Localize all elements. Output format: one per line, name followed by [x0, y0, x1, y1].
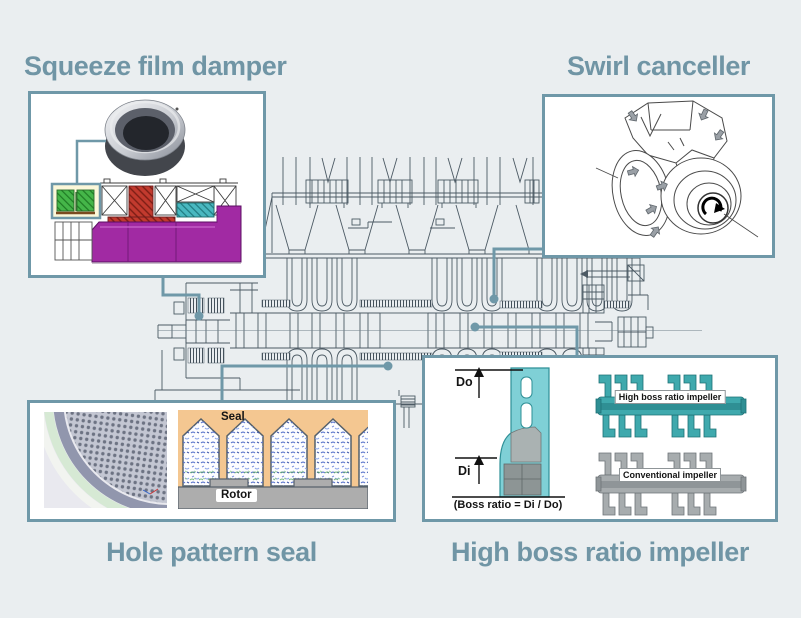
- high-boss-anchor-dot: [470, 322, 480, 332]
- swirl-canceller-illustration: [595, 100, 759, 238]
- squeeze-film-damper-callout: [28, 91, 266, 278]
- conventional-impeller-label: Conventional impeller: [618, 468, 722, 482]
- swirl-canceller-connector: [492, 247, 542, 295]
- rotor-strip: [178, 486, 368, 509]
- seal-label: Seal: [221, 411, 245, 423]
- boss-ratio-formula: (Boss ratio = Di / Do): [453, 499, 563, 511]
- squeeze-damper-connector: [161, 278, 201, 313]
- damper-green-element: [50, 182, 102, 220]
- damper-shaft: [91, 205, 242, 264]
- squeeze-damper-anchor-dot: [194, 311, 204, 321]
- swirl-canceller-title: Swirl canceller: [566, 51, 751, 81]
- hole-pattern-seal-illustration: [44, 410, 368, 509]
- hole-pattern-seal-title: Hole pattern seal: [106, 537, 317, 567]
- high-boss-impeller-label: High boss ratio impeller: [614, 390, 726, 404]
- squeeze-film-damper-illustration: [50, 99, 242, 264]
- high-boss-ratio-impeller-title: High boss ratio impeller: [451, 537, 749, 567]
- hole-pattern-connector: [220, 364, 388, 400]
- hole-pattern-photo: [44, 412, 167, 508]
- cfd-visualization: [178, 410, 368, 509]
- rotor-label: Rotor: [216, 489, 257, 503]
- high-boss-connector: [475, 325, 579, 355]
- high-boss-ratio-impeller-callout: Do Di (Boss ratio = Di / Do) High boss r…: [422, 355, 778, 522]
- swirl-canceller-callout: [542, 94, 775, 258]
- boss-ratio-illustration: [452, 367, 747, 516]
- ring-pointer-line: [75, 139, 106, 184]
- high-boss-impeller-image: [595, 374, 747, 438]
- conventional-impeller-image: [595, 452, 747, 516]
- hole-pattern-anchor-dot: [383, 361, 393, 371]
- outer-diameter-label: Do: [456, 375, 473, 389]
- hole-pattern-seal-callout: Seal Rotor: [27, 400, 396, 522]
- shaft-end-section: [54, 221, 93, 261]
- boss-ratio-diagram: [452, 367, 565, 498]
- squeeze-film-damper-title: Squeeze film damper: [24, 51, 287, 81]
- inner-diameter-label: Di: [458, 464, 471, 478]
- damper-ring-photo: [104, 99, 186, 176]
- swirl-canceller-anchor-dot: [489, 294, 499, 304]
